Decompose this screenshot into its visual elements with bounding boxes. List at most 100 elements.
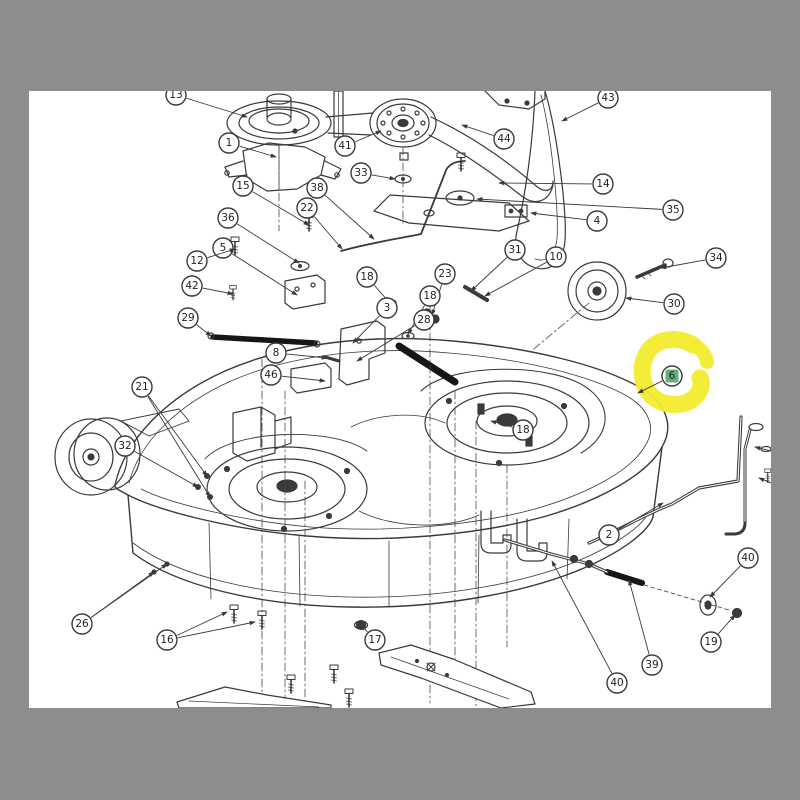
callout-1[interactable]: 1 [218, 132, 277, 158]
callout-circle[interactable] [177, 307, 199, 329]
callout-13[interactable]: 13 [165, 91, 248, 118]
leader-line [360, 624, 368, 633]
callout-number: 31 [508, 244, 521, 256]
callout-circle[interactable] [700, 631, 722, 653]
callout-circle[interactable] [504, 239, 526, 261]
callout-circle[interactable] [334, 135, 356, 157]
callout-circle[interactable] [545, 246, 567, 268]
callout-39[interactable]: 39 [628, 579, 663, 676]
callout-circle[interactable] [296, 197, 318, 219]
leader-line [476, 197, 663, 210]
leader-line [498, 180, 593, 186]
callout-circle[interactable] [705, 247, 727, 269]
springs [207, 332, 645, 586]
callout-circle[interactable] [131, 376, 153, 398]
leader-line [490, 420, 513, 428]
leader-line [660, 259, 706, 270]
gauge-wheel [567, 261, 627, 321]
callout-circle[interactable] [156, 629, 178, 651]
callout-number: 39 [645, 659, 658, 671]
callout-number: 5 [220, 242, 227, 254]
callout-38[interactable]: 38 [306, 177, 375, 240]
callout-circle[interactable] [597, 91, 619, 109]
callout-46[interactable]: 46 [260, 364, 326, 386]
callout-circle[interactable] [186, 250, 208, 272]
callout-circle[interactable] [181, 275, 203, 297]
leader-line [530, 211, 587, 221]
callout-circle[interactable] [592, 173, 614, 195]
callout-circle[interactable] [71, 613, 93, 635]
callout-circle[interactable] [265, 342, 287, 364]
callout-32[interactable]: 32 [114, 435, 199, 488]
callout-21[interactable]: 21 [131, 376, 211, 498]
callout-circle[interactable] [419, 285, 441, 307]
callout-circle[interactable] [364, 629, 386, 651]
callout-22[interactable]: 22 [296, 197, 343, 250]
callout-number: 38 [310, 182, 323, 194]
callout-number: 26 [75, 618, 89, 630]
callout-2[interactable]: 2 [598, 502, 664, 546]
callout-17[interactable]: 17 [360, 624, 386, 651]
callout-circle[interactable] [413, 309, 435, 331]
callout-circle[interactable] [493, 128, 515, 150]
callout-41[interactable]: 41 [334, 130, 382, 157]
callout-circle[interactable] [232, 175, 254, 197]
callout-29[interactable]: 29 [177, 307, 212, 337]
callout-circle[interactable] [212, 237, 234, 259]
callout-circle[interactable] [606, 672, 628, 694]
callout-circle[interactable] [512, 419, 534, 441]
callout-14[interactable]: 14 [498, 173, 614, 195]
callout-circle[interactable] [663, 293, 685, 315]
callout-40[interactable]: 40 [551, 560, 628, 694]
callout-19[interactable]: 19 [700, 614, 736, 653]
callout-circle[interactable] [114, 435, 136, 457]
callout-number: 41 [338, 140, 351, 152]
leader-line [709, 565, 741, 598]
callout-circle[interactable] [218, 132, 240, 154]
callout-40[interactable]: 40 [709, 547, 759, 598]
callout-26[interactable]: 26 [71, 563, 168, 635]
callout-circle[interactable] [165, 91, 187, 106]
callout-8[interactable]: 8 [265, 342, 328, 364]
callout-circle[interactable] [434, 263, 456, 285]
callout-circle[interactable] [356, 266, 378, 288]
callout-circle[interactable] [260, 364, 282, 386]
callout-34[interactable]: 34 [660, 247, 727, 270]
callout-circle[interactable] [737, 547, 759, 569]
callout-3[interactable]: 3 [352, 297, 398, 344]
callout-12[interactable]: 12 [186, 248, 236, 272]
callout-30[interactable]: 30 [625, 293, 685, 315]
callout-number: 13 [169, 91, 182, 101]
callout-circle[interactable] [350, 162, 372, 184]
callout-18[interactable]: 18 [356, 266, 390, 303]
callout-circle[interactable] [598, 524, 620, 546]
callout-18[interactable]: 18 [490, 419, 534, 441]
callout-43[interactable]: 43 [561, 91, 619, 122]
callout-4[interactable]: 4 [530, 210, 608, 232]
callout-circle[interactable] [586, 210, 608, 232]
callout-35[interactable]: 35 [476, 197, 684, 221]
callout-10[interactable]: 10 [484, 246, 567, 297]
callout-15[interactable]: 15 [232, 175, 310, 226]
callout-circle[interactable] [376, 297, 398, 319]
callout-number: 43 [601, 92, 614, 104]
callout-circle[interactable] [217, 207, 239, 229]
callout-33[interactable]: 33 [350, 162, 396, 184]
callout-number: 10 [549, 251, 562, 263]
callout-36[interactable]: 36 [217, 207, 300, 264]
callout-circle[interactable] [306, 177, 328, 199]
callout-23[interactable]: 23 [431, 263, 456, 316]
leader-line [717, 614, 736, 635]
callout-number: 19 [704, 636, 717, 648]
callout-circle[interactable] [641, 654, 663, 676]
callout-31[interactable]: 31 [470, 239, 526, 292]
callout-5[interactable]: 5 [212, 237, 298, 296]
callout-number: 42 [185, 280, 198, 292]
callout-44[interactable]: 44 [461, 124, 515, 150]
callout-6-highlighted[interactable]: 6 [637, 365, 683, 394]
callout-circle[interactable] [662, 199, 684, 221]
callout-42[interactable]: 42 [181, 275, 234, 297]
callout-16[interactable]: 16 [156, 611, 256, 651]
callout-28[interactable]: 28 [356, 309, 435, 362]
